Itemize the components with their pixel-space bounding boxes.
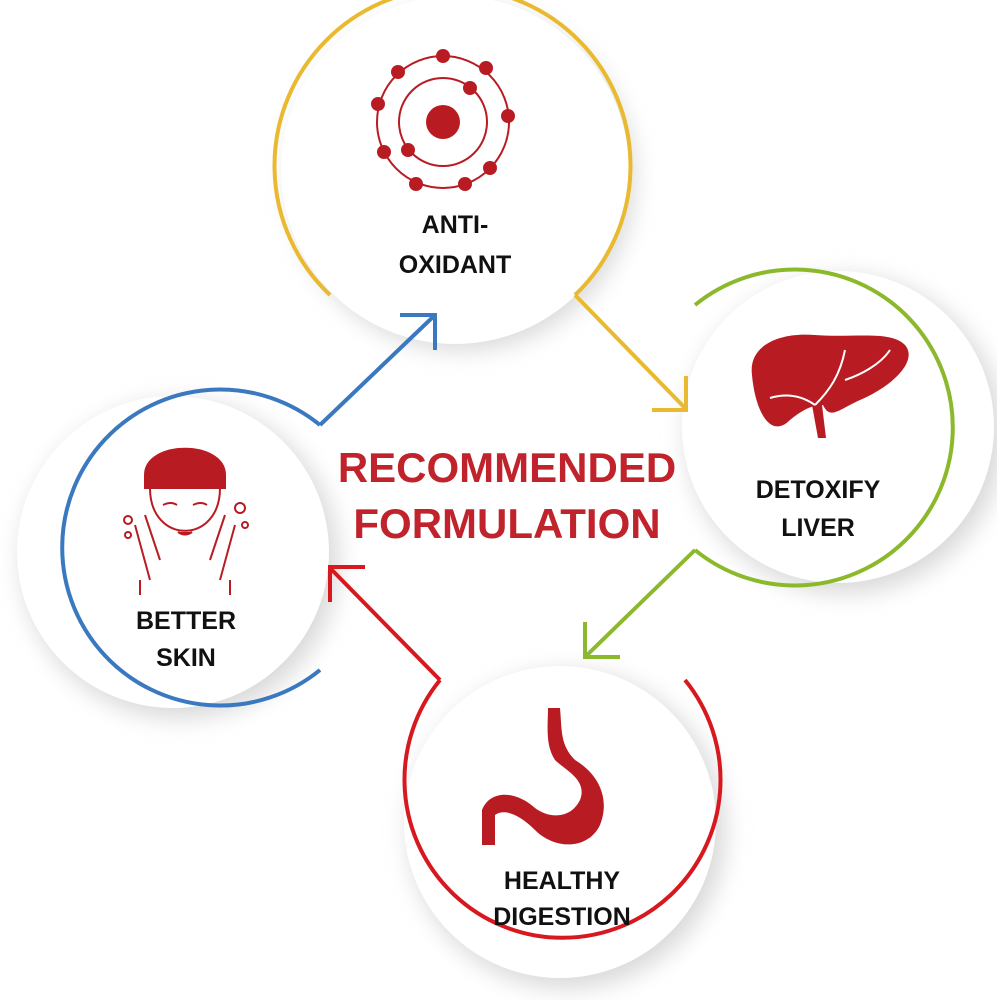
liver-label-line2: LIVER: [781, 514, 855, 542]
liver-label-line1: DETOXIFY: [756, 476, 881, 504]
antioxidant-arc: [272, 0, 633, 297]
arrow-to-liver: [573, 293, 688, 412]
title-line1: RECOMMENDED: [338, 444, 676, 491]
antioxidant-label-line1: ANTI-: [422, 211, 489, 239]
atom-icon: [371, 49, 515, 191]
digestion-label-line1: HEALTHY: [504, 867, 621, 895]
arrow-to-digestion: [583, 548, 697, 659]
face-wash-icon: [123, 447, 249, 595]
skin-arc: [60, 387, 322, 708]
stomach-icon: [482, 708, 604, 845]
liver-icon: [751, 334, 909, 438]
title-line2: FORMULATION: [353, 500, 660, 547]
liver-arc: [693, 267, 955, 588]
skin-label-line1: BETTER: [136, 607, 236, 635]
digestion-arc: [402, 678, 723, 940]
arrow-to-skin: [328, 565, 442, 682]
skin-label-line2: SKIN: [156, 644, 216, 672]
arrow-to-antioxidant: [318, 313, 437, 427]
digestion-label-line2: DIGESTION: [493, 903, 631, 931]
antioxidant-label-line2: OXIDANT: [399, 251, 512, 279]
